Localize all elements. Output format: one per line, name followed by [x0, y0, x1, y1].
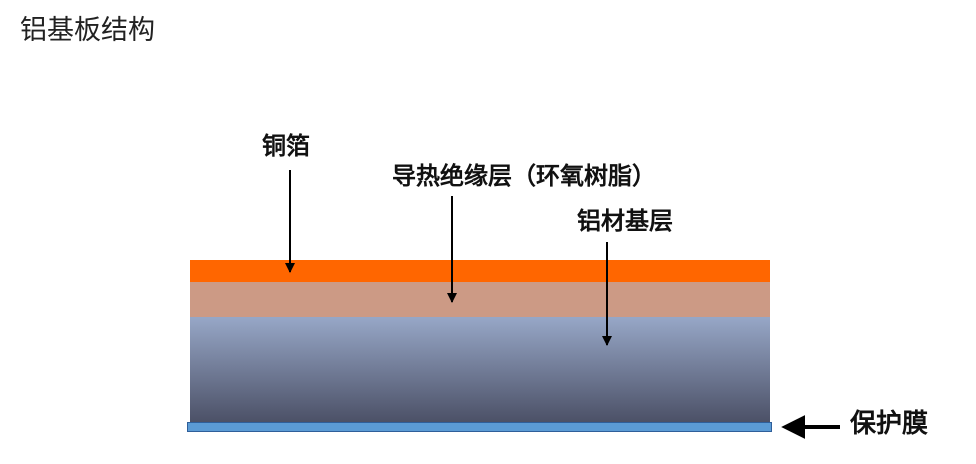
dielectric-layer [190, 282, 770, 317]
aluminum-base-layer [190, 317, 770, 423]
protective-film-label: 保护膜 [850, 409, 929, 439]
copper-foil-layer [190, 260, 770, 282]
dielectric-label: 导热绝缘层（环氧树脂） [392, 162, 656, 190]
aluminum-base-label: 铝材基层 [577, 207, 673, 235]
protective-film-layer [187, 422, 772, 432]
diagram-title: 铝基板结构 [20, 15, 155, 46]
copper-foil-label: 铜箔 [262, 132, 310, 160]
